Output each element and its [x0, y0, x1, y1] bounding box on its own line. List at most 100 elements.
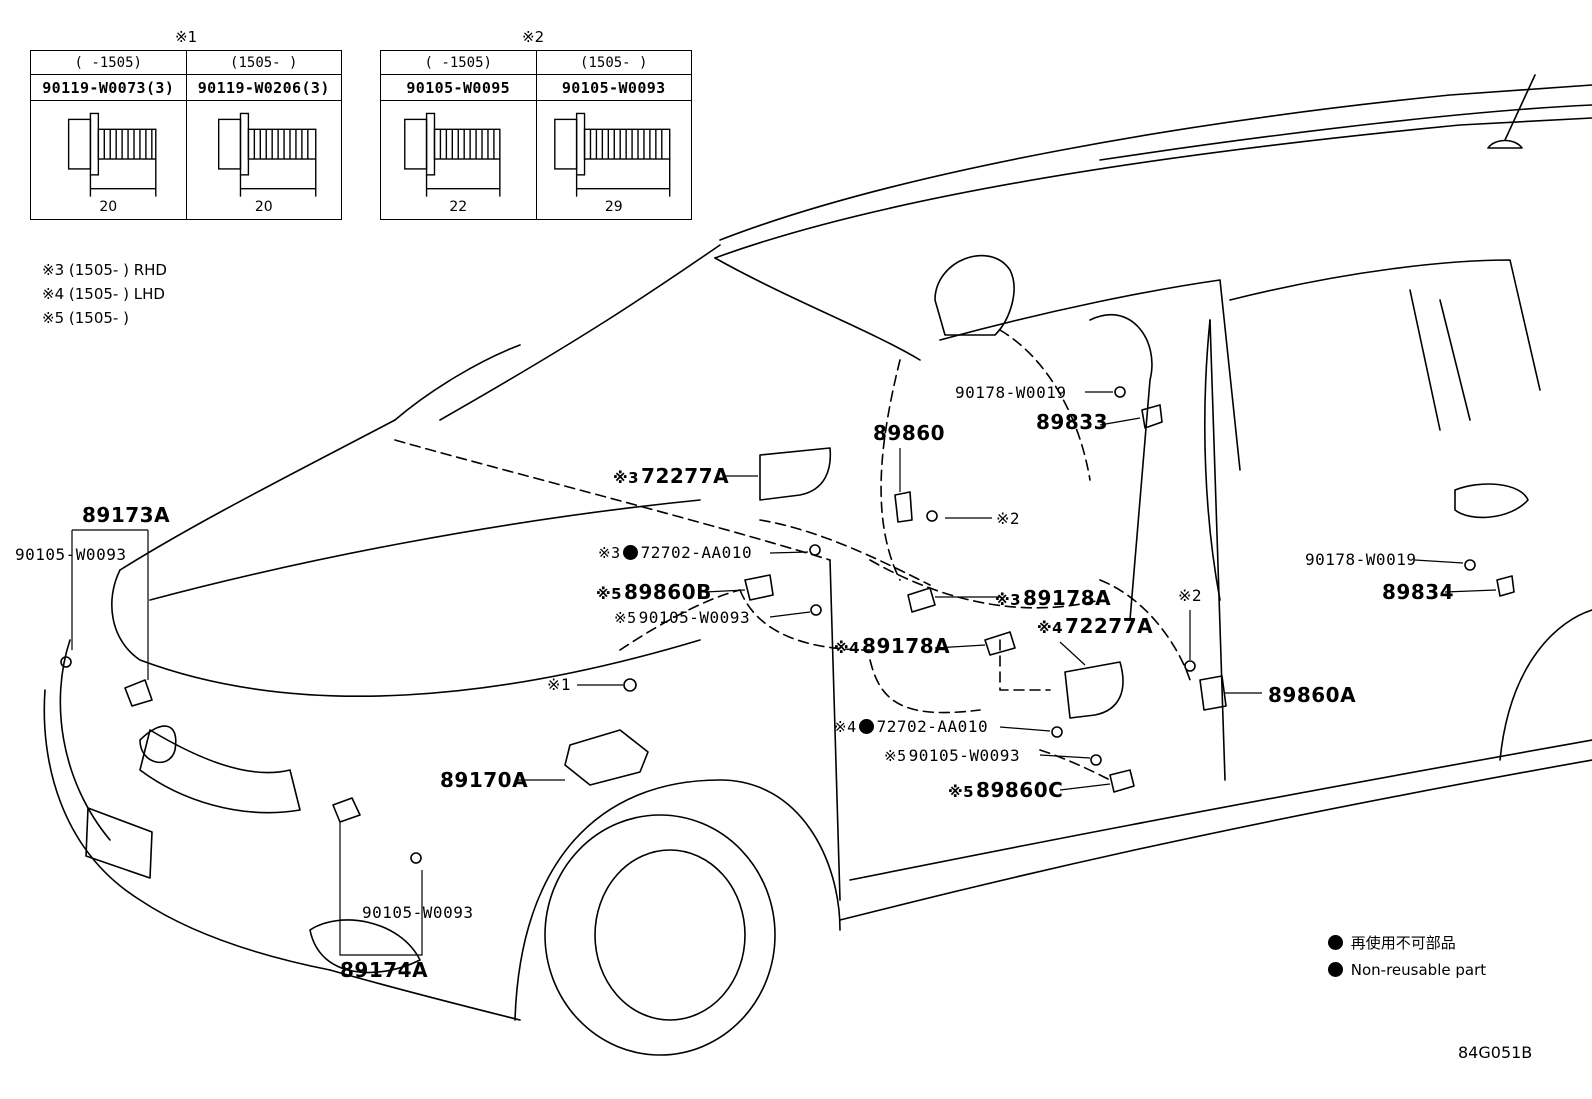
leader-89173A [71, 529, 149, 680]
headlight [139, 725, 177, 764]
bolt-drawing [553, 112, 670, 197]
antenna [1487, 74, 1536, 149]
callout-90178-right: 90178-W0019 [1305, 550, 1417, 569]
front-face [43, 689, 331, 971]
table2-bolt-left: 22 [380, 100, 537, 220]
sensor-89860A [1199, 675, 1227, 711]
sensor-89860B [744, 574, 774, 601]
table1-marker: ※1 [175, 28, 198, 46]
non-reusable-dot-icon [1328, 935, 1343, 950]
non-reusable-dot-icon [858, 719, 874, 734]
leader-90105-mid [769, 611, 811, 618]
legend: 再使用不可部品 Non-reusable part [1328, 930, 1486, 984]
table1-dim-right: 20 [254, 199, 273, 215]
a-pillar [714, 257, 921, 361]
callout-part: 89178A [862, 634, 951, 658]
callout-mark2-top: ※2 [996, 509, 1021, 528]
hood-edge [119, 419, 396, 571]
sensor-89860C [1109, 769, 1135, 793]
bolt-door [1184, 660, 1196, 672]
table2-bolt-right: 29 [535, 100, 692, 220]
table2-part-right: 90105-W0093 [535, 74, 692, 101]
table1-part-right: 90119-W0206(3) [185, 74, 342, 101]
note-3: ※3 (1505- ) RHD [42, 261, 167, 279]
sensor-89834 [1496, 575, 1515, 597]
callout-marker: ※3 [995, 591, 1022, 609]
table1-part-left: 90119-W0073(3) [30, 74, 187, 101]
note-4: ※4 (1505- ) LHD [42, 285, 165, 303]
seat-cushion [869, 559, 1101, 609]
leader-89860B [704, 589, 746, 593]
sensor-89178A-top [907, 587, 936, 613]
callout-part: 72277A [641, 464, 730, 488]
callout-marker: ※5 [948, 783, 975, 801]
leader-89833 [1099, 417, 1141, 426]
bolt-spec-table-2: ( -1505) (1505- ) 90105-W0095 90105-W009… [380, 50, 692, 220]
callout-mark1: ※1 [547, 675, 572, 694]
b-pillar [1203, 319, 1221, 601]
hood-crease [149, 499, 701, 601]
callout-90178-top: 90178-W0019 [955, 383, 1067, 402]
sensor-89860 [894, 491, 913, 523]
sensor-89178A-low [984, 631, 1016, 656]
bolt-90178-right [1464, 559, 1476, 571]
legend-en-text: Non-reusable part [1350, 961, 1487, 979]
door-window [939, 279, 1241, 471]
callout-part: 90105-W0093 [908, 746, 1021, 765]
front-face-2 [59, 639, 111, 841]
leader-72702-low [999, 726, 1051, 732]
callout-90105-bottom: 90105-W0093 [362, 903, 474, 922]
seat-headrest [934, 254, 1015, 336]
bolt-drawing [67, 112, 157, 197]
callout-marker: ※4 [834, 639, 861, 657]
lower-body [329, 969, 521, 1021]
sensor-89173A [124, 679, 153, 707]
rear-wheel-arch [1499, 609, 1592, 761]
callout-part: 89178A [1023, 586, 1112, 610]
callout-part: 72277A [1065, 614, 1154, 638]
callout-89833: 89833 [1036, 410, 1109, 434]
callout-89173A: 89173A [82, 503, 171, 527]
callout-89860A: 89860A [1268, 683, 1357, 707]
non-reusable-dot-icon [622, 545, 638, 560]
callout-marker: ※5 [614, 609, 637, 627]
bolt-89860 [926, 510, 938, 522]
leader-89174A [339, 822, 423, 956]
bolt-low [1090, 754, 1102, 766]
windshield-left [394, 344, 521, 421]
bolt-72702-top [809, 544, 821, 556]
callout-part: 89860C [976, 778, 1064, 802]
fog-area [309, 919, 421, 974]
note-5: ※5 (1505- ) [42, 309, 129, 327]
callout-90105-left: 90105-W0093 [15, 545, 127, 564]
diagram-code: 84G051B [1458, 1043, 1533, 1062]
table2-dim-left: 22 [449, 199, 468, 215]
table2-part-left: 90105-W0095 [380, 74, 537, 101]
rocker-2 [849, 739, 1592, 881]
legend-jp-text: 再使用不可部品 [1350, 934, 1456, 952]
seat-back [880, 329, 1091, 581]
front-door [829, 319, 1226, 901]
table2-marker: ※2 [522, 28, 545, 46]
callout-mark2-door: ※2 [1178, 586, 1203, 605]
harness-2 [739, 589, 871, 651]
callout-part: 89860B [624, 580, 712, 604]
bracket-72277A-top [759, 447, 832, 501]
sensor-89833 [1141, 404, 1163, 429]
callout-marker: ※3 [613, 469, 640, 487]
leader-89178A-low [934, 644, 986, 649]
table1-range-right: (1505- ) [185, 50, 342, 75]
bolt-spec-table-1: ( -1505) (1505- ) 90119-W0073(3) 90119-W… [30, 50, 342, 220]
rocker [839, 759, 1592, 921]
legend-row-en: Non-reusable part [1328, 957, 1486, 984]
